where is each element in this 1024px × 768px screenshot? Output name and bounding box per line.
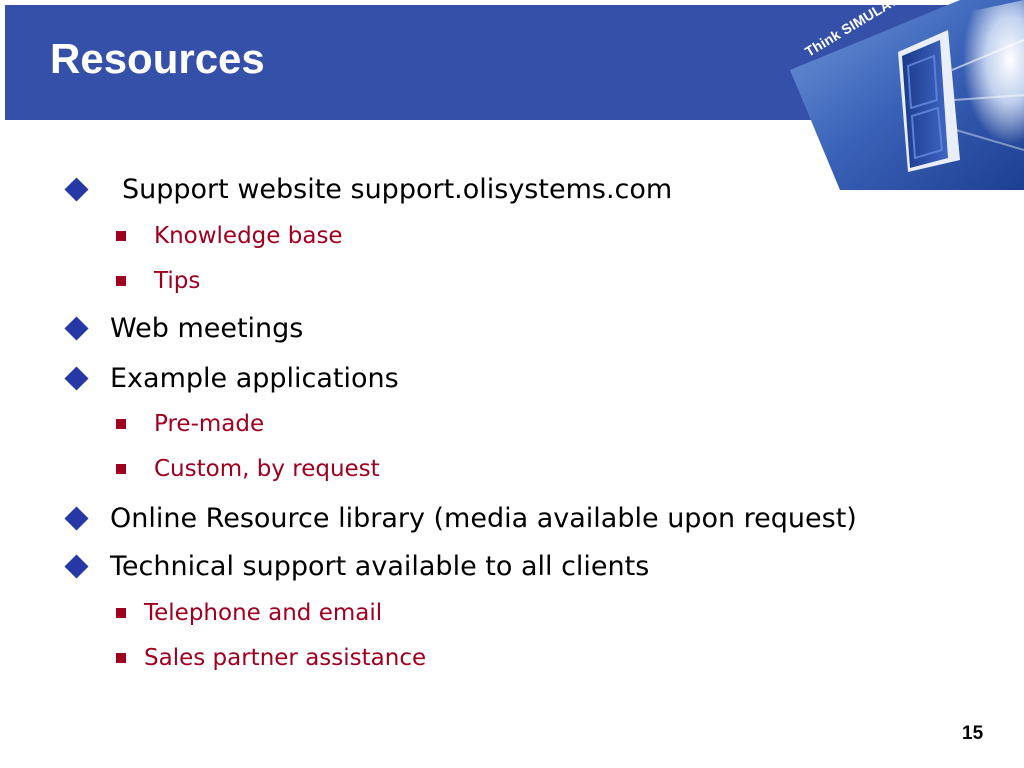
list-item: Telephone and email — [114, 597, 382, 629]
list-item-text: Online Resource library (media available… — [110, 502, 857, 534]
list-item-text: Support website support.olisystems.com — [122, 173, 673, 205]
list-item-text: Sales partner assistance — [144, 645, 427, 671]
page-number: 15 — [962, 723, 984, 744]
diamond-bullet-icon — [63, 553, 89, 579]
list-item: Pre-made — [114, 408, 264, 440]
list-item: Technical support available to all clien… — [63, 547, 650, 585]
think-simulation-logo — [780, 0, 1024, 190]
list-item-text: Telephone and email — [144, 600, 383, 626]
square-bullet-icon — [116, 276, 126, 286]
diamond-bullet-icon — [63, 365, 89, 391]
list-item: Custom, by request — [114, 453, 380, 485]
list-item: Tips — [114, 265, 200, 297]
list-item-text: Example applications — [110, 362, 399, 394]
square-bullet-icon — [116, 608, 126, 618]
square-bullet-icon — [116, 653, 126, 663]
list-item: Support website support.olisystems.com — [63, 170, 673, 208]
list-item-text: Knowledge base — [154, 223, 343, 249]
list-item-text: Technical support available to all clien… — [110, 550, 650, 582]
list-item: Example applications — [63, 359, 399, 397]
list-item: Sales partner assistance — [114, 642, 426, 674]
list-item: Knowledge base — [114, 220, 343, 252]
square-bullet-icon — [116, 231, 126, 241]
list-item-text: Tips — [154, 268, 201, 294]
square-bullet-icon — [116, 419, 126, 429]
diamond-bullet-icon — [63, 315, 89, 341]
list-item-text: Web meetings — [110, 312, 304, 344]
list-item: Web meetings — [63, 309, 304, 347]
door-graphic-icon — [790, 0, 1024, 190]
list-item-text: Pre-made — [154, 411, 265, 437]
diamond-bullet-icon — [63, 505, 89, 531]
diamond-bullet-icon — [63, 176, 89, 202]
list-item-text: Custom, by request — [154, 456, 380, 482]
square-bullet-icon — [116, 464, 126, 474]
list-item: Online Resource library (media available… — [63, 499, 857, 537]
slide-title: Resources — [50, 35, 265, 82]
